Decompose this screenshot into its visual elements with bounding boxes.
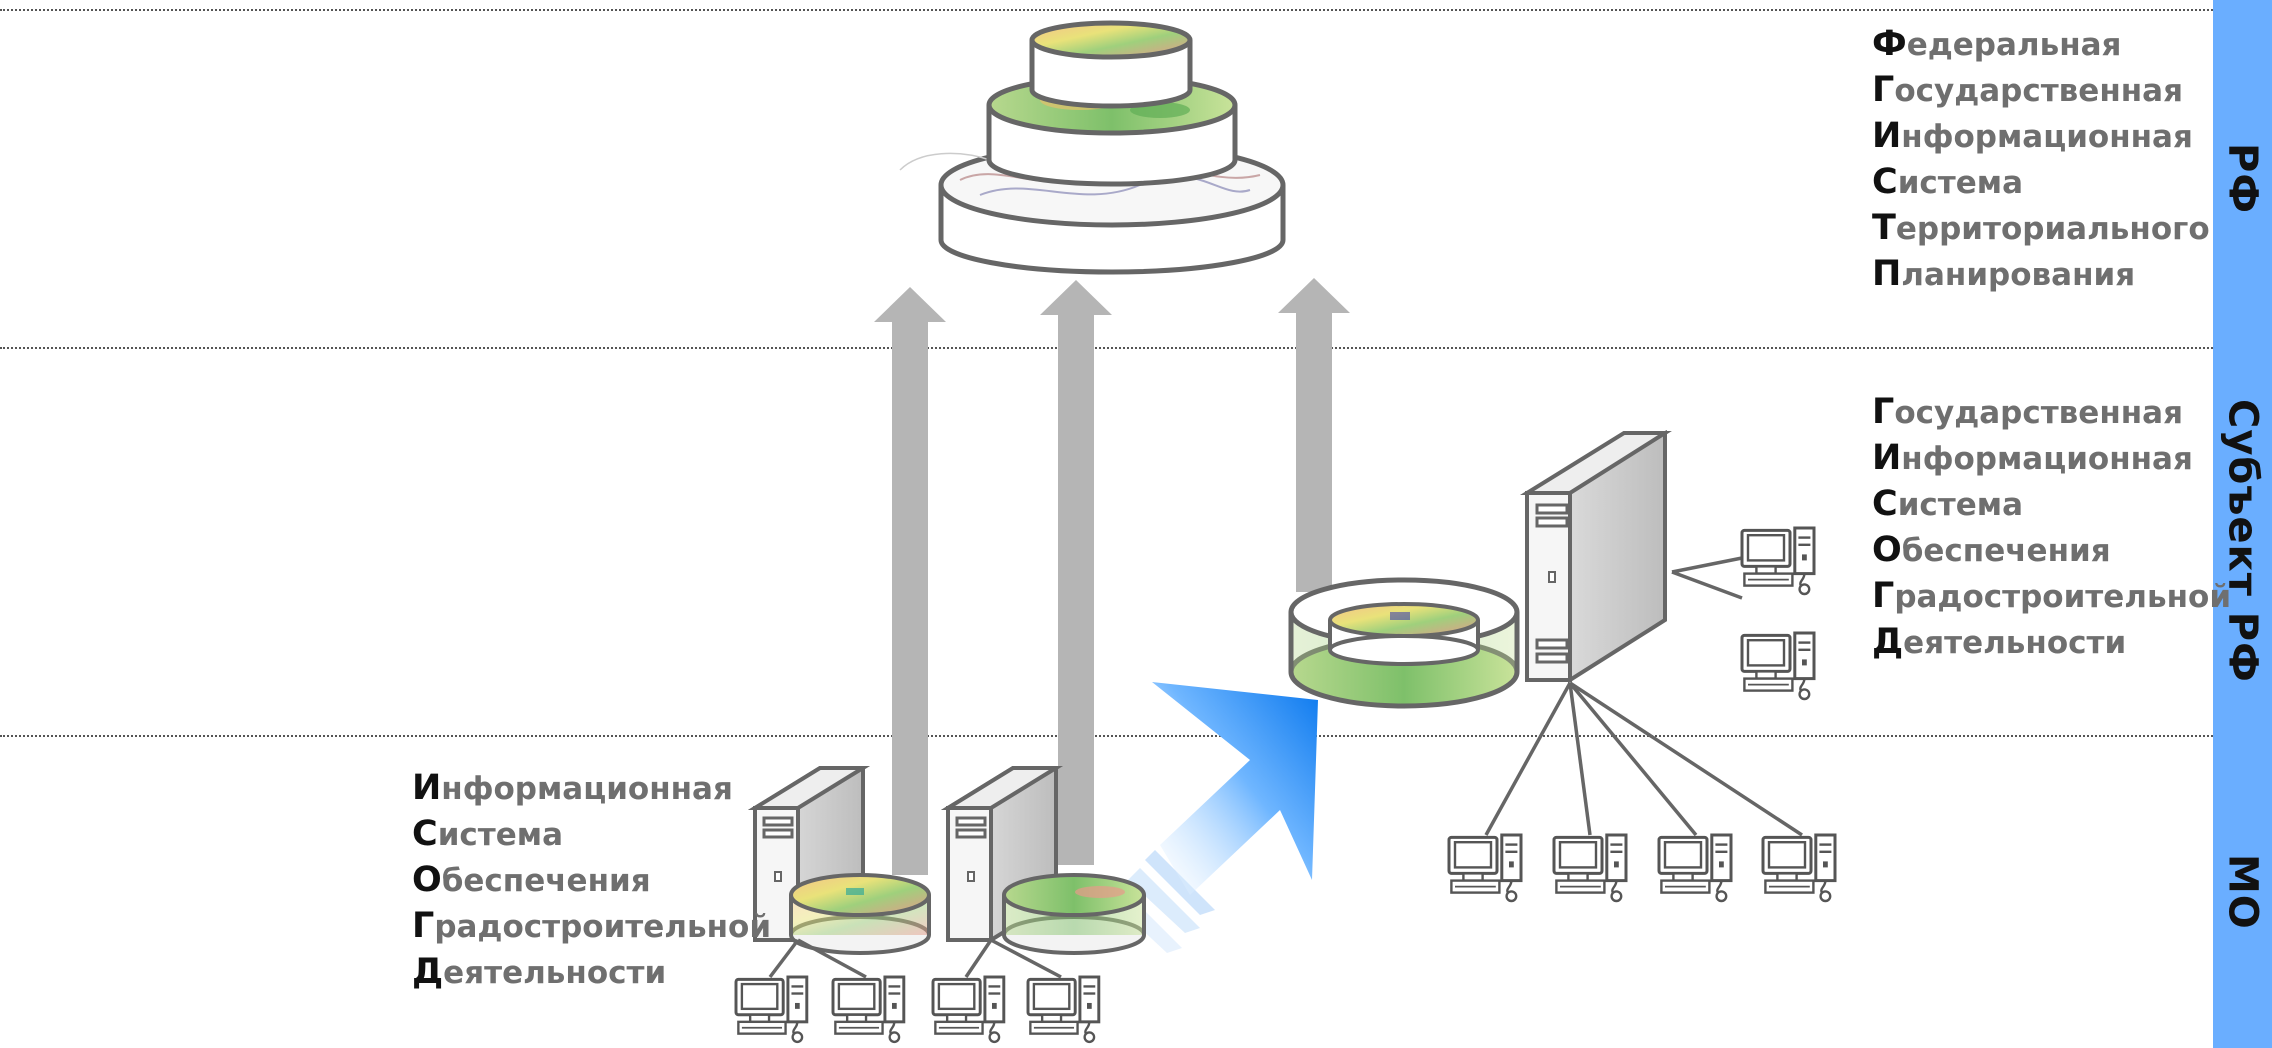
federal-line-6-cap: П	[1872, 254, 1902, 294]
regional-line-1-cap: Г	[1872, 392, 1895, 432]
regional-pc-1	[1740, 526, 1816, 596]
upload-arrow-3	[1278, 278, 1350, 592]
municipal-line-3-rest: беспечения	[441, 863, 651, 899]
municipal-line-3: Обеспечения	[412, 858, 771, 904]
regional-system-title: Государственная Информационная Система О…	[1872, 390, 2231, 666]
level-divider-top	[0, 9, 2213, 11]
regional-line-3: Система	[1872, 482, 2231, 528]
regional-pc-4	[1552, 833, 1628, 903]
regional-line-6: Деятельности	[1872, 620, 2231, 666]
level-label-rf-text: РФ	[2219, 142, 2266, 214]
regional-line-2-rest: нформационная	[1901, 441, 2193, 477]
level-label-subject-text: Субъект РФ	[2219, 399, 2266, 683]
federal-database-stack	[899, 20, 1286, 275]
municipal-database-2	[1002, 873, 1146, 955]
regional-pc-5	[1657, 833, 1733, 903]
federal-line-6: Планирования	[1872, 252, 2210, 298]
regional-line-5-rest: радостроительной	[1894, 579, 2232, 615]
level-label-mo: МО	[2213, 735, 2272, 1048]
regional-line-4-cap: О	[1872, 530, 1902, 570]
federal-line-3-rest: нформационная	[1901, 119, 2193, 155]
regional-network-lines	[1484, 556, 1803, 837]
municipal-line-5: Деятельности	[412, 950, 771, 996]
municipal-database-1	[789, 873, 931, 955]
regional-pc-2	[1740, 631, 1816, 701]
upload-arrow-1	[874, 287, 946, 875]
municipal-line-4-cap: Г	[412, 906, 435, 946]
federal-line-1-cap: Ф	[1872, 24, 1907, 64]
federal-line-4: Система	[1872, 160, 2210, 206]
municipal-line-4: Градостроительной	[412, 904, 771, 950]
regional-line-5: Градостроительной	[1872, 574, 2231, 620]
federal-line-2-cap: Г	[1872, 70, 1895, 110]
municipal-pc-3	[931, 975, 1006, 1044]
federal-line-5: Территориального	[1872, 206, 2210, 252]
federal-line-3-cap: И	[1872, 116, 1902, 156]
level-sidebar	[2213, 0, 2272, 1048]
federal-line-5-cap: Т	[1872, 208, 1896, 248]
upload-arrows	[874, 278, 1350, 875]
regional-line-1-rest: осударственная	[1894, 395, 2183, 431]
federal-line-1: Федеральная	[1872, 22, 2210, 68]
regional-pc-3	[1447, 833, 1523, 903]
municipal-line-2-cap: С	[412, 814, 438, 854]
municipal-line-1-cap: И	[412, 768, 442, 808]
municipal-line-5-rest: еятельности	[443, 955, 667, 991]
municipal-line-2-rest: истема	[437, 817, 564, 853]
level-divider-rf-subject	[0, 347, 2213, 349]
upload-arrow-2	[1040, 280, 1112, 865]
level-label-rf: РФ	[2213, 9, 2272, 347]
regional-line-3-cap: С	[1872, 484, 1898, 524]
municipal-pc-4	[1026, 975, 1101, 1044]
federal-line-2-rest: осударственная	[1894, 73, 2183, 109]
regional-line-4: Обеспечения	[1872, 528, 2231, 574]
federal-line-4-cap: С	[1872, 162, 1898, 202]
federal-system-title: Федеральная Государственная Информационн…	[1872, 22, 2210, 298]
municipal-line-3-cap: О	[412, 860, 442, 900]
municipal-workstations	[734, 975, 1101, 1044]
level-label-mo-text: МО	[2219, 853, 2266, 930]
diagram-graphics	[734, 20, 1837, 1044]
regional-line-4-rest: беспечения	[1901, 533, 2111, 569]
municipal-line-2: Система	[412, 812, 771, 858]
federal-line-2: Государственная	[1872, 68, 2210, 114]
federal-line-3: Информационная	[1872, 114, 2210, 160]
regional-line-1: Государственная	[1872, 390, 2231, 436]
federal-line-5-rest: ерриториального	[1895, 211, 2210, 247]
federal-line-1-rest: едеральная	[1906, 27, 2122, 63]
municipal-system-title: Информационная Система Обеспечения Градо…	[412, 766, 771, 996]
level-divider-subject-mo	[0, 735, 2213, 737]
regional-pc-6	[1761, 833, 1837, 903]
regional-line-2-cap: И	[1872, 438, 1902, 478]
regional-line-5-cap: Г	[1872, 576, 1895, 616]
municipal-line-4-rest: радостроительной	[434, 909, 772, 945]
municipal-line-1-rest: нформационная	[441, 771, 733, 807]
federal-line-4-rest: истема	[1897, 165, 2024, 201]
federal-line-6-rest: ланирования	[1901, 257, 2136, 293]
municipal-pc-2	[831, 975, 906, 1044]
municipal-line-1: Информационная	[412, 766, 771, 812]
regional-line-6-cap: Д	[1872, 622, 1904, 662]
regional-line-3-rest: истема	[1897, 487, 2024, 523]
municipal-line-5-cap: Д	[412, 952, 444, 992]
municipal-network-lines	[768, 938, 1062, 979]
regional-database	[1288, 577, 1520, 709]
regional-line-2: Информационная	[1872, 436, 2231, 482]
level-label-subject: Субъект РФ	[2213, 347, 2272, 735]
regional-line-6-rest: еятельности	[1903, 625, 2127, 661]
regional-server	[1519, 429, 1672, 684]
